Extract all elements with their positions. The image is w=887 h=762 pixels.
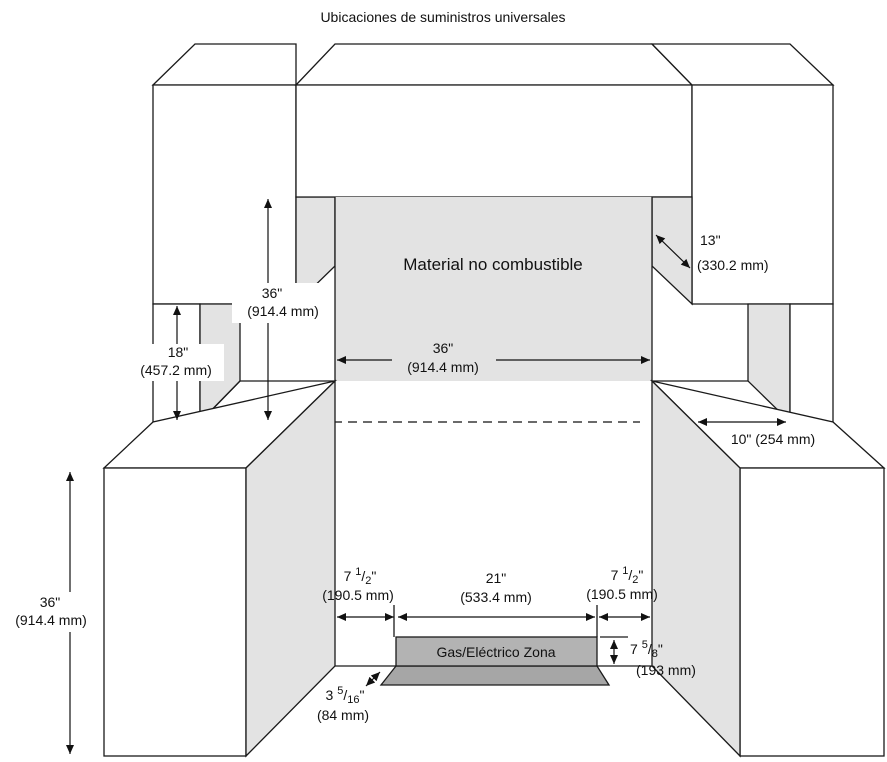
- zone-height-metric: (193 mm): [636, 662, 696, 678]
- upper-depth-metric: (330.2 mm): [697, 257, 769, 273]
- zone-height-imperial: 7 5/8": [630, 639, 663, 660]
- non-combustible-label: Material no combustible: [403, 255, 583, 274]
- side-depth-label: 10" (254 mm): [731, 431, 815, 447]
- left-offset-metric: (190.5 mm): [322, 587, 394, 603]
- range-hood: [294, 43, 694, 198]
- base-height-metric: (914.4 mm): [15, 612, 87, 628]
- zone-width-metric: (533.4 mm): [460, 589, 532, 605]
- gas-electric-zone-label: Gas/Eléctrico Zona: [436, 644, 555, 660]
- left-base-cabinet: [102, 379, 338, 758]
- right-side-wall: [747, 303, 834, 424]
- cabinet-gap-imperial: 18": [168, 344, 189, 360]
- upper-width-imperial: 36": [433, 340, 454, 356]
- right-base-cabinet: [649, 379, 886, 758]
- cabinet-gap-metric: (457.2 mm): [140, 362, 212, 378]
- upper-height-metric: (914.4 mm): [247, 303, 319, 319]
- upper-width-metric: (914.4 mm): [407, 359, 479, 375]
- diagram-title: Ubicaciones de suministros universales: [320, 9, 565, 25]
- upper-depth-imperial: 13": [700, 232, 721, 248]
- floor-offset-imperial: 3 5/16": [326, 685, 365, 706]
- upper-height-imperial: 36": [262, 285, 283, 301]
- right-offset-metric: (190.5 mm): [586, 586, 658, 602]
- floor-offset-metric: (84 mm): [317, 707, 369, 723]
- right-offset-imperial: 7 1/2": [611, 565, 644, 586]
- base-height-imperial: 36": [40, 594, 61, 610]
- gas-electric-zone: [379, 636, 611, 686]
- left-upper-cabinet: [151, 43, 336, 306]
- zone-width-imperial: 21": [486, 570, 507, 586]
- left-offset-imperial: 7 1/2": [344, 566, 377, 587]
